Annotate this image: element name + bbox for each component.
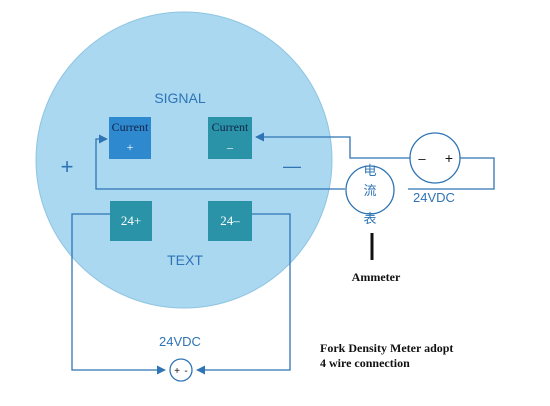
terminal-current-positive-label: Current: [112, 120, 149, 134]
minus-sign: —: [283, 156, 301, 176]
caption-line-2: 4 wire connection: [320, 356, 410, 370]
ammeter-char-1: 电: [363, 163, 376, 178]
ammeter-char-3: 表: [363, 211, 376, 226]
text-label: TEXT: [167, 252, 203, 268]
top-supply-plus: +: [445, 150, 453, 166]
bottom-supply-minus: -: [184, 366, 187, 377]
bottom-supply-label: 24VDC: [159, 334, 201, 349]
top-supply-label: 24VDC: [413, 190, 455, 205]
signal-wiring: [95, 132, 495, 190]
bottom-supply-plus: +: [174, 366, 180, 377]
wire-24-positive-to-supply: [71, 213, 166, 375]
wire-supply-minus-to-current-negative: [255, 132, 410, 159]
plus-sign: +: [61, 154, 74, 179]
wire-ammeter-to-current-positive: [95, 134, 345, 190]
terminal-current-positive-sign: +: [127, 140, 134, 154]
top-supply-minus: –: [418, 151, 426, 166]
top-power-supply: – +: [409, 132, 461, 184]
terminal-current-positive: Current +: [109, 117, 151, 159]
bottom-power-supply: + -: [169, 358, 193, 382]
ammeter: 电 流 表: [345, 163, 395, 260]
terminal-24-negative-label: 24–: [220, 213, 240, 228]
terminal-24-positive-label: 24+: [121, 213, 141, 228]
terminal-24-positive: 24+: [110, 201, 152, 241]
signal-label: SIGNAL: [154, 90, 206, 106]
terminal-current-negative-sign: –: [226, 140, 234, 154]
wire-supply-plus-loop: [408, 157, 495, 190]
terminal-current-negative-label: Current: [212, 120, 249, 134]
wire-24-negative-to-supply: [196, 213, 291, 375]
ammeter-char-2: 流: [363, 183, 376, 198]
terminal-24-negative: 24–: [208, 201, 252, 241]
ammeter-label: Ammeter: [352, 270, 401, 284]
terminal-current-negative: Current –: [208, 117, 252, 159]
caption-line-1: Fork Density Meter adopt: [320, 341, 453, 355]
power-wiring: [71, 213, 291, 375]
